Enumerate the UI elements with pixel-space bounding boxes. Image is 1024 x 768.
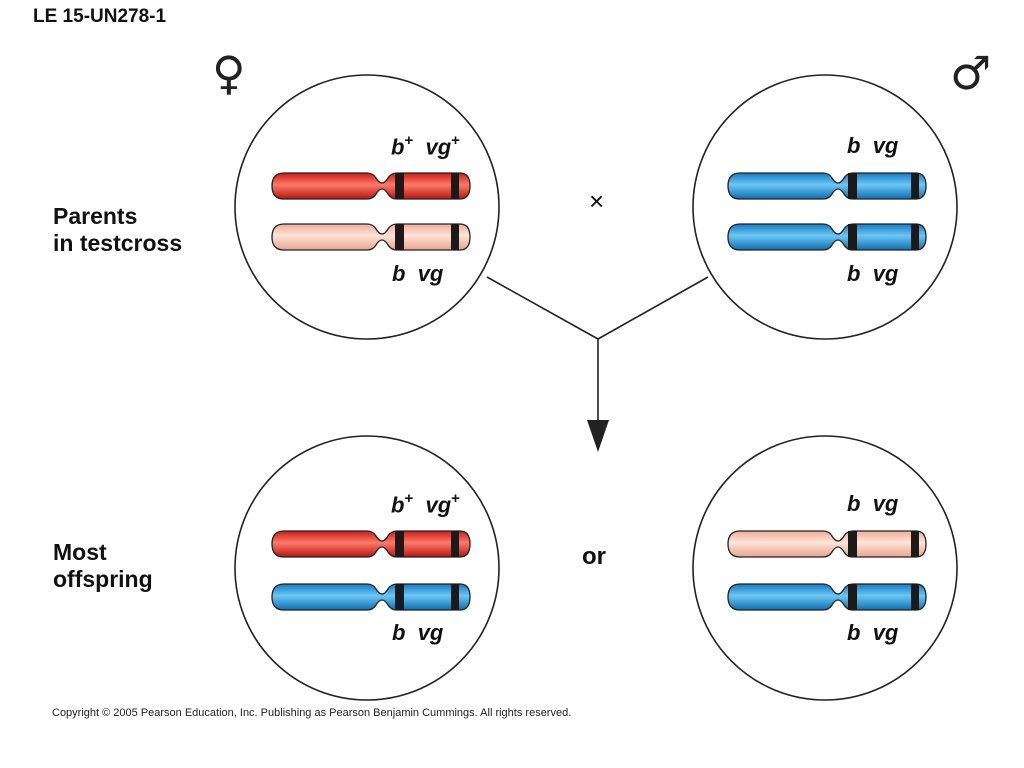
cross-line-right [597, 276, 709, 340]
allele-label-recessive: b vg [847, 261, 899, 286]
allele-label-recessive: b vg [392, 620, 444, 645]
chromosome-pink [271, 223, 471, 251]
offspring-label-line-1: Most [53, 539, 107, 565]
parents-label: Parents in testcross [53, 203, 182, 257]
cross-line-left [486, 276, 599, 340]
chromosome-blue [727, 172, 927, 200]
parents-label-line-2: in testcross [53, 230, 183, 256]
allele-label-recessive: b vg [392, 261, 444, 286]
allele-label-dominant: b+ vg+ [391, 132, 460, 160]
figure-label: LE 15-UN278-1 [33, 6, 167, 27]
parents-label-line-1: Parents [53, 203, 138, 229]
allele-label-dominant: b+ vg+ [391, 490, 460, 518]
cross-symbol: × [589, 186, 605, 216]
offspring-label: Most offspring [53, 539, 153, 593]
chromosome-blue [727, 223, 927, 251]
chromosome-red [271, 172, 471, 200]
chromosome-blue [271, 583, 471, 611]
female-symbol: ♀ [212, 46, 246, 100]
chromosome-pink [727, 530, 927, 558]
chromosome-red [271, 530, 471, 558]
copyright-notice: Copyright © 2005 Pearson Education, Inc.… [52, 707, 572, 719]
chromosome-blue [727, 583, 927, 611]
allele-label-recessive: b vg [847, 491, 899, 516]
allele-label-recessive: b vg [847, 620, 899, 645]
offspring-label-line-2: offspring [53, 566, 153, 592]
offspring-circle-right [692, 435, 958, 701]
offspring-circle-left [234, 435, 500, 701]
male-parent-circle [692, 74, 958, 340]
female-parent-circle [234, 74, 500, 340]
or-text: or [582, 543, 606, 570]
arrow-head [587, 420, 609, 452]
allele-label-recessive: b vg [847, 133, 899, 158]
male-symbol: ♂ [950, 46, 992, 100]
